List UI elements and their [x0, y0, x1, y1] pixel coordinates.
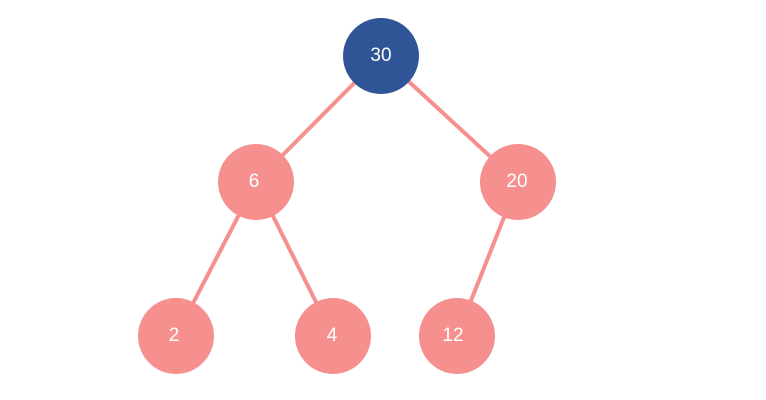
tree-node-12[interactable]: 12	[419, 298, 495, 374]
tree-node-30[interactable]: 30	[343, 18, 419, 94]
tree-node-4[interactable]: 4	[295, 298, 371, 374]
tree-node-20[interactable]: 20	[480, 144, 556, 220]
tree-node-label: 2	[168, 324, 180, 346]
tree-node-label: 12	[442, 324, 464, 346]
tree-node-label: 4	[326, 324, 338, 346]
tree-node-2[interactable]: 2	[138, 298, 214, 374]
tree-node-label: 30	[370, 44, 392, 66]
tree-node-6[interactable]: 6	[218, 144, 294, 220]
tree-node-label: 6	[248, 170, 260, 192]
tree-node-label: 20	[506, 170, 528, 192]
